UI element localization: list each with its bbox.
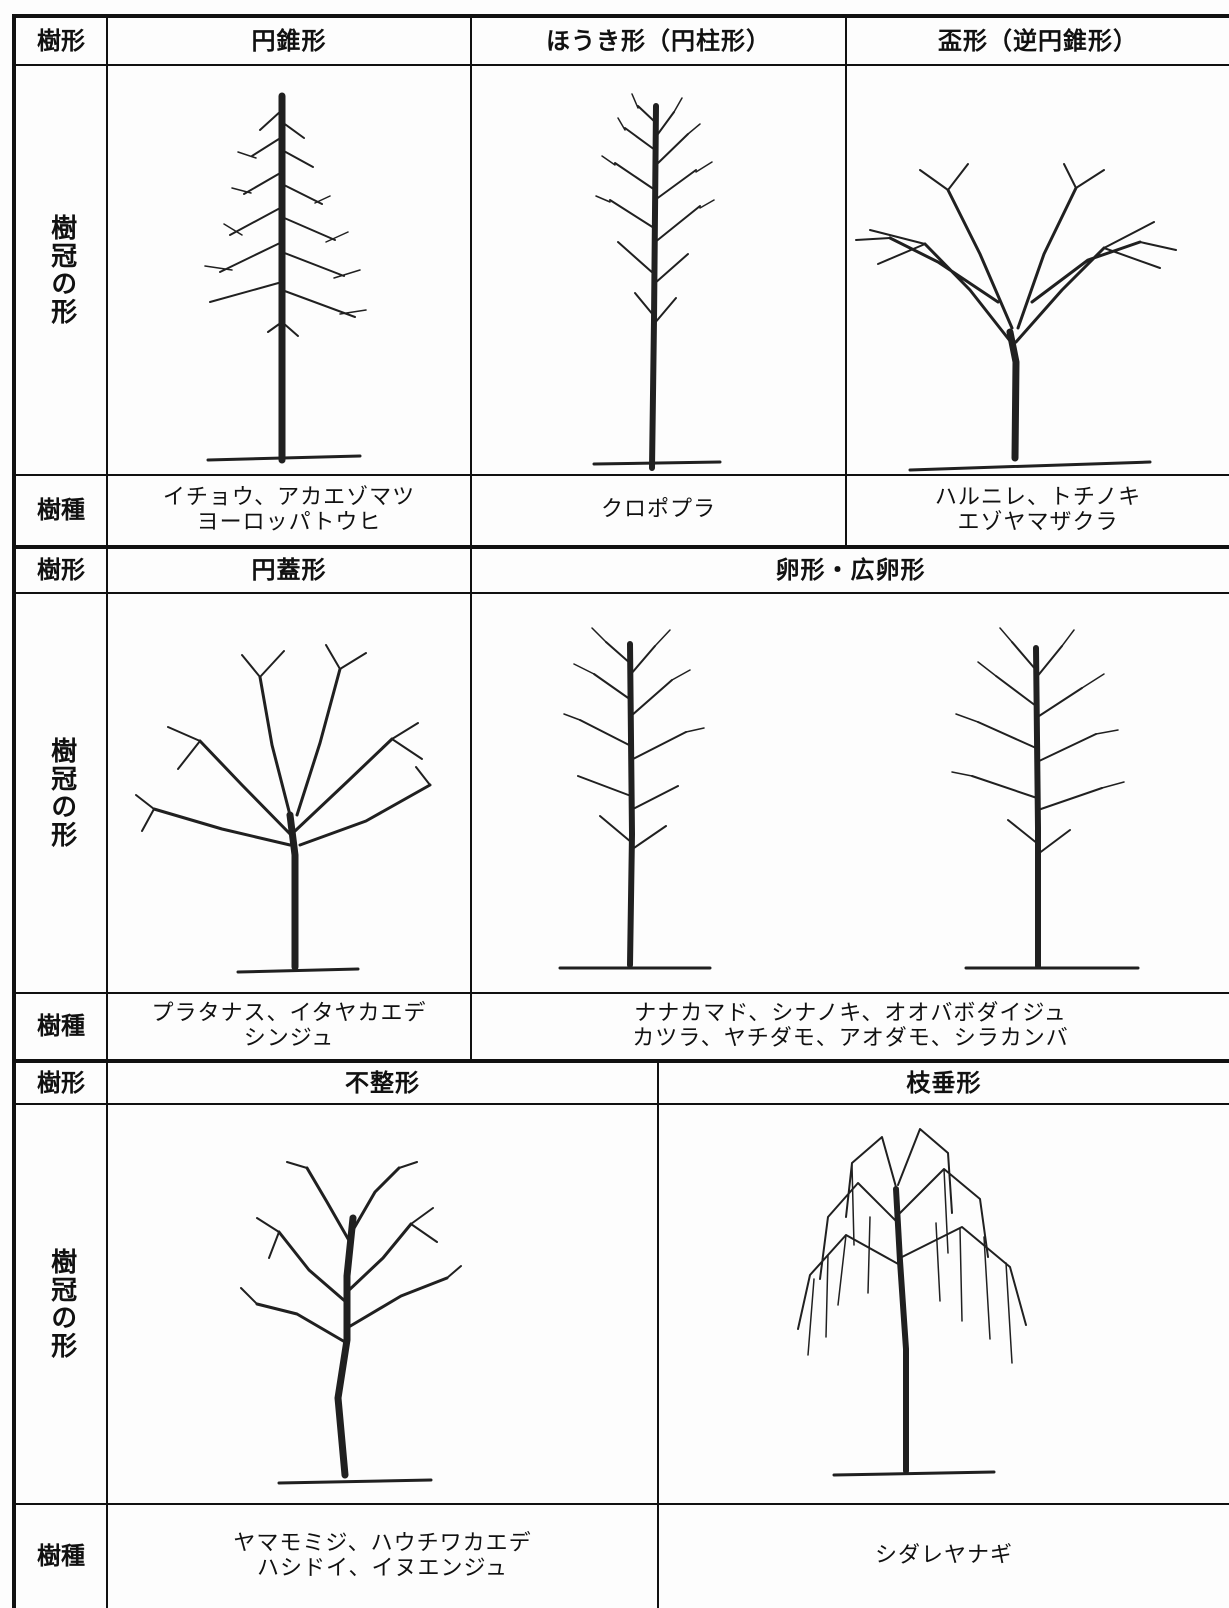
conical-tree-icon (204, 92, 367, 464)
species-dome: プラタナス、イタヤカエデ シンジュ (151, 1000, 427, 1051)
weeping-tree-icon (797, 1128, 1027, 1477)
form-header-conical: 円錐形 (251, 26, 327, 55)
dome-tree-icon (135, 644, 432, 974)
vase-tree-icon (855, 163, 1177, 472)
species-columnar: クロポプラ (600, 497, 716, 523)
species-vase: ハルニレ、トチノキ エゾヤマザクラ (934, 484, 1142, 535)
columnar-tree-icon (592, 93, 722, 471)
form-header-columnar: ほうき形（円柱形） (546, 26, 771, 55)
species-irregular: ヤマモミジ、ハウチワカエデ ハシドイ、イヌエンジュ (233, 1530, 532, 1581)
divider-line (12, 474, 1229, 476)
table-frame (12, 14, 1229, 1608)
divider-line (12, 1103, 1229, 1105)
form-header-dome: 円蓋形 (251, 556, 327, 585)
section-divider (12, 1059, 1229, 1063)
ovate-tree-icon (558, 627, 712, 970)
form-header-irregular: 不整形 (345, 1068, 420, 1097)
crown-shape-label: 樹冠の形 (46, 214, 77, 326)
species-ovate: ナナカマド、シナノキ、オオバボダイジュ カツラ、ヤチダモ、アオダモ、シラカンバ (632, 1000, 1069, 1051)
form-header-weeping: 枝垂形 (906, 1068, 982, 1097)
divider-line (657, 1061, 659, 1608)
section-divider (12, 545, 1229, 549)
species-conical: イチョウ、アカエゾマツ ヨーロッパトウヒ (162, 484, 416, 535)
tree-form-label: 樹形 (37, 26, 85, 55)
divider-line (106, 14, 108, 1608)
form-header-ovate: 卵形・広卵形 (775, 556, 926, 585)
crown-shape-label: 樹冠の形 (46, 737, 77, 849)
divider-line (12, 992, 1229, 994)
divider-line (12, 1503, 1229, 1505)
divider-line (12, 592, 1229, 594)
species-label: 樹種 (37, 496, 85, 525)
divider-line (845, 14, 847, 547)
irregular-tree-icon (240, 1161, 462, 1485)
tree-form-label: 樹形 (37, 556, 85, 585)
species-label: 樹種 (37, 1012, 85, 1041)
divider-line (470, 14, 472, 1061)
tree-form-label: 樹形 (37, 1068, 85, 1097)
broad-ovate-tree-icon (951, 627, 1140, 970)
crown-shape-label: 樹冠の形 (46, 1248, 77, 1360)
form-header-vase: 盃形（逆円錐形） (938, 26, 1138, 55)
divider-line (12, 64, 1229, 66)
species-weeping: シダレヤナギ (874, 1543, 1013, 1569)
species-label: 樹種 (37, 1542, 85, 1571)
